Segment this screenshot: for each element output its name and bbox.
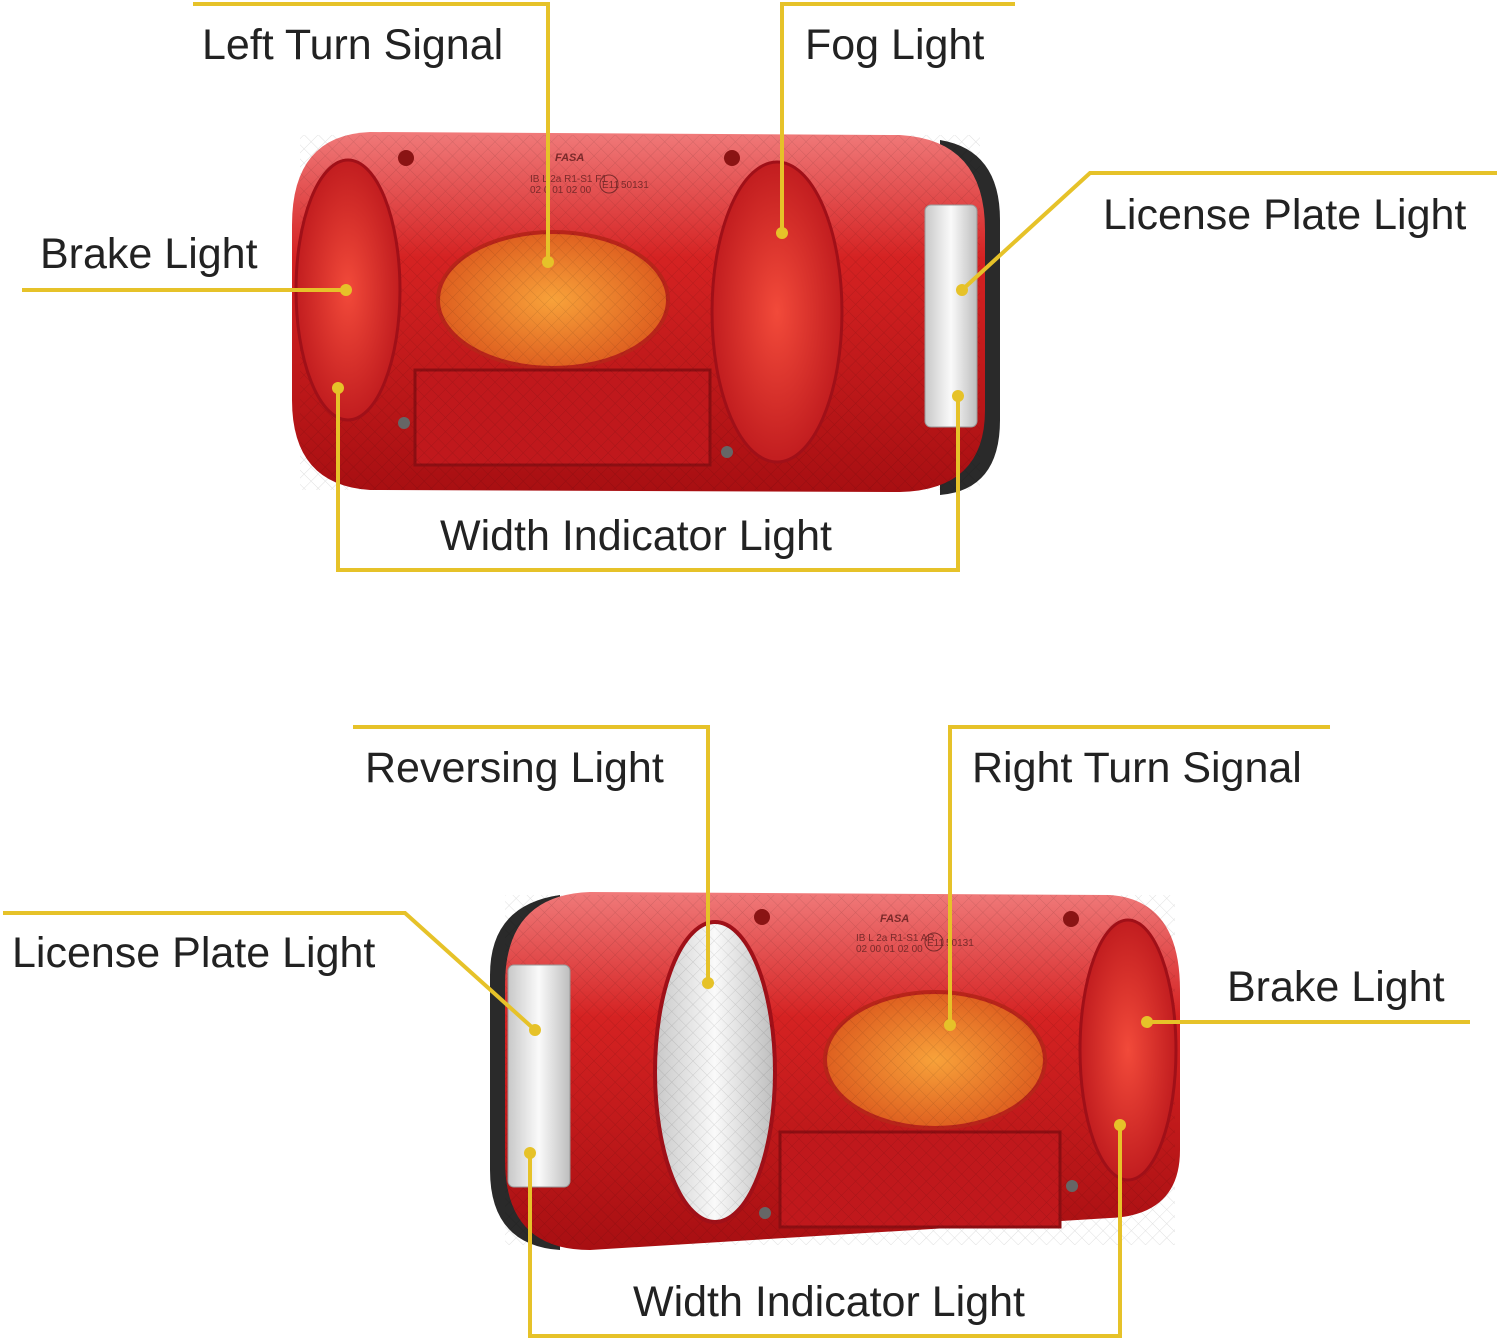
bottom-tail-light: FASA IB L 2a R1-S1 AR 02 00 01 02 00 E11… bbox=[490, 892, 1180, 1250]
svg-text:E11: E11 bbox=[927, 938, 944, 949]
label-license-plate-light: License Plate Light bbox=[12, 929, 376, 977]
fog-light-lens bbox=[710, 160, 844, 464]
svg-text:02 0 01 02 00: 02 0 01 02 00 bbox=[530, 185, 592, 196]
svg-text:E11: E11 bbox=[602, 180, 619, 191]
svg-text:50131: 50131 bbox=[621, 180, 649, 191]
license-plate-lens bbox=[924, 204, 978, 428]
top-tail-light: FASA IB L 2a R1-S1 F1 02 0 01 02 00 E11 … bbox=[292, 132, 1000, 495]
label-width-indicator-light: Width Indicator Light bbox=[440, 512, 832, 560]
license-plate-lens bbox=[507, 964, 571, 1188]
brand-marking: FASA bbox=[555, 152, 584, 164]
svg-text:IB L 2a R1-S1 F1: IB L 2a R1-S1 F1 bbox=[530, 174, 607, 185]
label-reversing-light: Reversing Light bbox=[365, 744, 664, 792]
leader-dots bbox=[332, 227, 1153, 1159]
svg-text:02 00 01 02 00: 02 00 01 02 00 bbox=[856, 944, 923, 955]
svg-text:IB L 2a R1-S1 AR: IB L 2a R1-S1 AR bbox=[856, 933, 935, 944]
leader-lines bbox=[3, 2, 1497, 1338]
label-brake-light: Brake Light bbox=[40, 230, 258, 278]
label-license-plate-light: License Plate Light bbox=[1103, 191, 1467, 239]
label-left-turn-signal: Left Turn Signal bbox=[202, 21, 504, 69]
brand-marking: FASA bbox=[880, 913, 909, 925]
label-fog-light: Fog Light bbox=[805, 21, 985, 69]
label-right-turn-signal: Right Turn Signal bbox=[972, 744, 1302, 792]
brake-light-lens bbox=[1078, 918, 1178, 1182]
svg-text:50131: 50131 bbox=[946, 938, 974, 949]
label-width-indicator-light: Width Indicator Light bbox=[633, 1278, 1025, 1326]
label-brake-light: Brake Light bbox=[1227, 963, 1445, 1011]
